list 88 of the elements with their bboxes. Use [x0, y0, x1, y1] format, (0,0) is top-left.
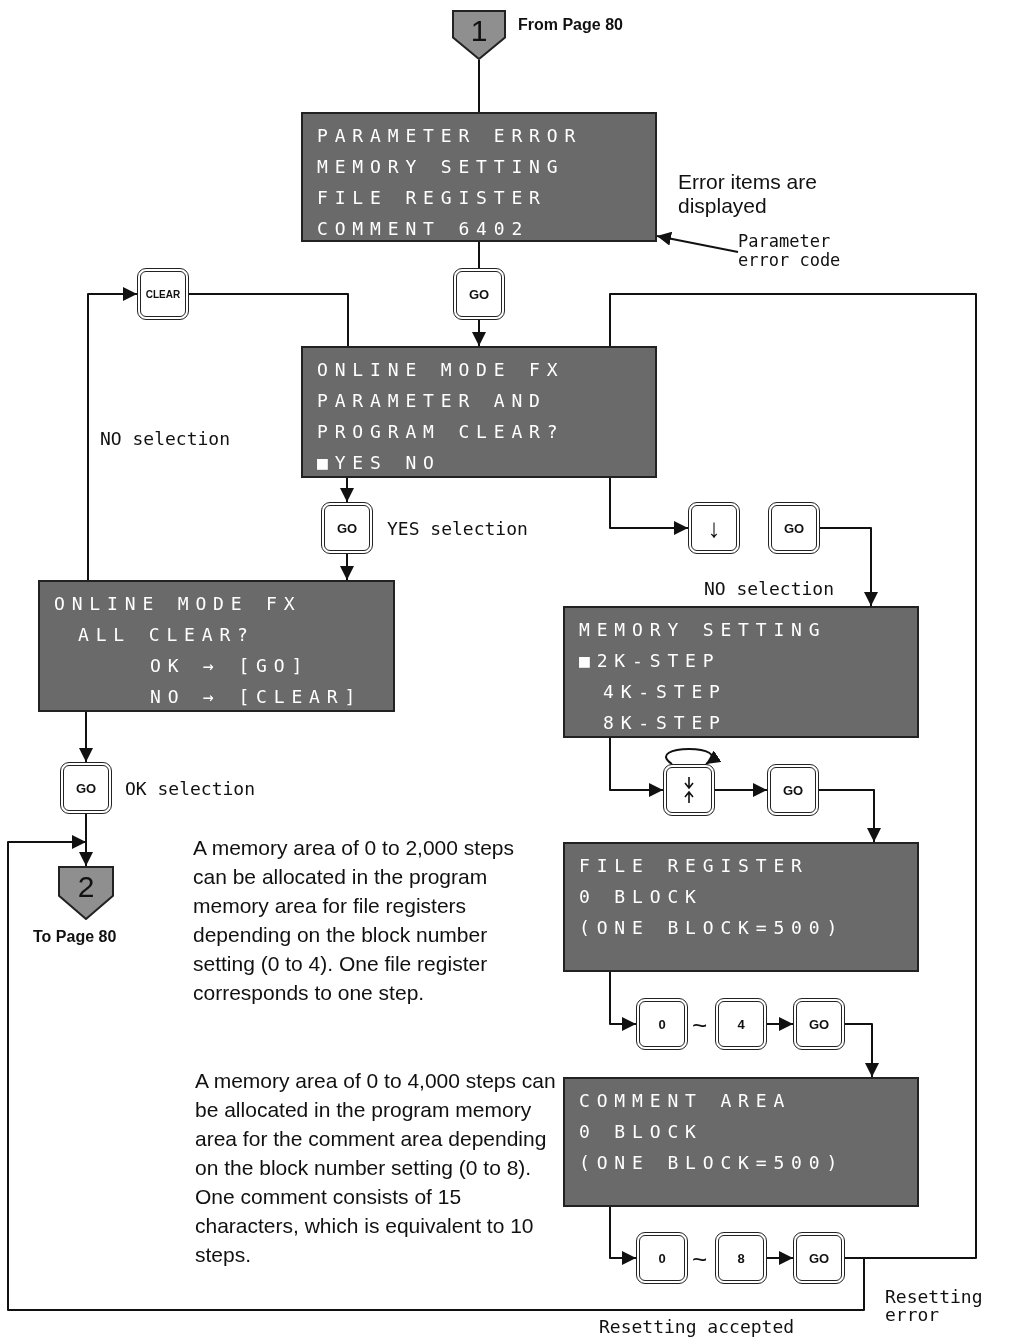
keypad-key	[453, 268, 505, 320]
display-text: NO → [CLEAR]	[149, 685, 364, 709]
arrow	[609, 737, 664, 797]
display-text: MEMORY SETTING	[317, 155, 566, 179]
range-symbol: ~	[692, 1010, 708, 1041]
key-label: 0	[658, 1250, 666, 1266]
key-label: GO	[336, 520, 358, 536]
arrow	[7, 835, 865, 1311]
display-text: 0 BLOCK	[579, 1120, 704, 1144]
key-label: GO	[782, 782, 804, 798]
display-text: ALL CLEAR?	[77, 623, 256, 647]
keypad-key	[715, 1232, 767, 1284]
keypad-key	[793, 1232, 845, 1284]
keypad-key	[793, 998, 845, 1050]
display-screen	[38, 580, 395, 712]
keypad-key	[715, 998, 767, 1050]
connector-number: 1	[470, 14, 488, 49]
key-label: ↓	[707, 512, 721, 544]
keypad-key	[137, 268, 189, 320]
display-text: OK → [GO]	[149, 654, 311, 678]
callout-text: Parameter error code	[738, 231, 841, 270]
keypad-key	[688, 502, 740, 554]
arrow	[766, 1017, 794, 1031]
display-text: (ONE BLOCK=500)	[579, 1151, 846, 1175]
keypad-key	[636, 1232, 688, 1284]
note-text: A memory area of 0 to 2,000 steps can be allocated in the program memory area for file registers depending on the block number setting (0 to 4). One file register corresponds to one step.	[193, 835, 515, 1006]
range-symbol: ~	[692, 1244, 708, 1275]
key-label: 4	[737, 1016, 745, 1032]
note-text: A memory area of 0 to 4,000 steps can be allocated in the program memory area for the comment area depending on the block number setting (0 to 8). One comment consists of 15 characters, which is equivalent to 10 steps.	[195, 1068, 557, 1268]
display-text: COMMENT AREA	[579, 1089, 793, 1113]
arrow	[472, 319, 486, 347]
display-text: ■YES NO	[317, 451, 442, 475]
arrow	[714, 783, 768, 797]
arrow	[79, 813, 93, 867]
caption-text: From Page 80	[518, 16, 623, 34]
keypad-key	[767, 764, 819, 816]
keypad-key	[663, 764, 715, 816]
key-label: GO	[808, 1250, 830, 1266]
leader-line	[656, 231, 739, 253]
display-text: 4K-STEP	[602, 680, 728, 704]
display-screen	[563, 1077, 919, 1207]
display-text: ONLINE MODE FX	[317, 358, 566, 382]
display-text: COMMENT 6402	[317, 217, 531, 241]
display-screen	[563, 842, 919, 972]
keypad-key	[768, 502, 820, 554]
arrow	[609, 477, 689, 535]
arrow	[79, 711, 93, 763]
display-text: ■2K-STEP	[579, 649, 722, 673]
arrow	[87, 287, 138, 581]
arrow	[665, 748, 722, 765]
page-connector	[452, 10, 506, 60]
arrow	[818, 789, 881, 843]
caption-text: To Page 80	[33, 928, 117, 946]
arrow	[340, 553, 354, 581]
arrow	[609, 1206, 637, 1265]
keypad-key	[636, 998, 688, 1050]
display-screen	[301, 112, 657, 242]
display-screen	[301, 346, 657, 478]
display-text: ONLINE MODE FX	[54, 592, 303, 616]
display-text: PARAMETER ERROR	[317, 124, 584, 148]
display-screen	[563, 606, 919, 738]
arrow	[340, 477, 354, 503]
keypad-key	[60, 762, 112, 814]
display-text: PROGRAM CLEAR?	[317, 420, 566, 444]
display-text: 8K-STEP	[602, 711, 728, 735]
arrow	[819, 527, 878, 607]
display-text: MEMORY SETTING	[579, 618, 828, 642]
display-text: FILE REGISTER	[317, 186, 548, 210]
display-text: 0 BLOCK	[579, 885, 704, 909]
page-connector	[58, 866, 114, 920]
key-label: 8	[737, 1250, 745, 1266]
key-label: GO	[468, 286, 490, 302]
key-label: GO	[75, 780, 97, 796]
display-text: FILE REGISTER	[579, 854, 810, 878]
arrow	[766, 1251, 794, 1265]
display-text: (ONE BLOCK=500)	[579, 916, 846, 940]
connector-number: 2	[77, 870, 95, 905]
arrow	[609, 971, 637, 1031]
key-label: GO	[808, 1016, 830, 1032]
key-label: GO	[783, 520, 805, 536]
display-text: PARAMETER AND	[317, 389, 548, 413]
caption-text: YES selection	[387, 518, 528, 539]
caption-text: Error items are displayed	[678, 170, 818, 218]
caption-text: OK selection	[125, 778, 256, 799]
keypad-key	[321, 502, 373, 554]
key-label: 0	[658, 1016, 666, 1032]
arrow	[844, 1023, 879, 1078]
key-label: CLEAR	[145, 288, 181, 300]
